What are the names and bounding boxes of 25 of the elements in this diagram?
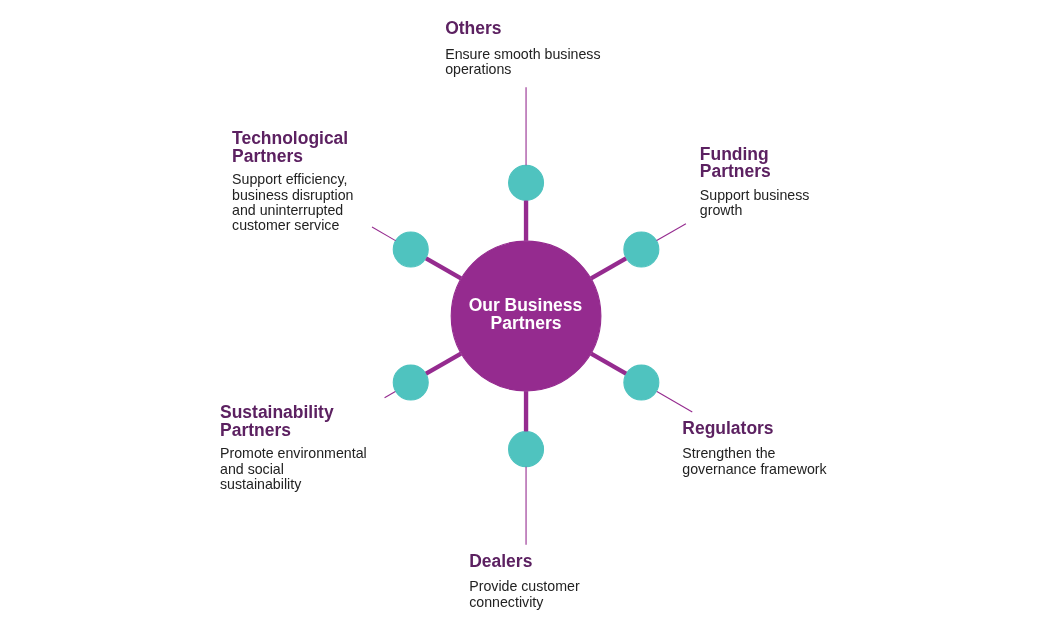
node-circle: Our Business Partners	[450, 240, 601, 392]
node-circle	[622, 231, 659, 268]
node-circle	[507, 431, 544, 468]
connector	[370, 226, 396, 242]
node-text: Regulators Strengthen the governance framework	[681, 417, 827, 477]
connector	[383, 390, 396, 399]
connector	[525, 466, 527, 546]
node-circle	[622, 364, 659, 401]
connector	[523, 391, 528, 432]
node-text: Others Ensure smooth business operations	[444, 18, 601, 78]
node-text: Technological Partners Support efficiency, business disruption and uninterrupted customer service	[231, 128, 354, 234]
connector	[424, 256, 462, 281]
connector	[589, 256, 627, 281]
node-circle	[507, 164, 544, 201]
node-circle	[392, 231, 429, 268]
node-text: Dealers Provide customer connectivity	[468, 550, 580, 610]
connector	[523, 200, 528, 241]
node-text: Sustainability Partners Promote environmental and social sustainability	[219, 402, 367, 492]
node-text: Funding Partners Support business growth	[699, 143, 809, 218]
node-circle	[392, 364, 429, 401]
connector	[655, 223, 686, 242]
connector	[424, 351, 462, 376]
connector	[525, 86, 527, 166]
connector	[655, 391, 693, 413]
connector	[589, 351, 627, 376]
